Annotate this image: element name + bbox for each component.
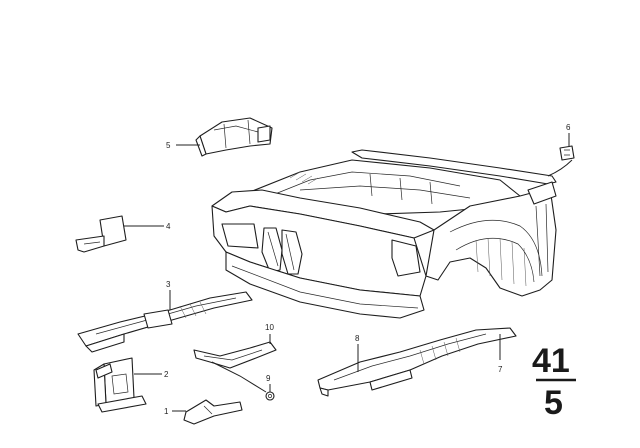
callout-7: 7 bbox=[498, 365, 503, 374]
callout-3: 3 bbox=[166, 280, 171, 289]
part-10-brace[interactable] bbox=[193, 341, 277, 369]
callout-5: 5 bbox=[166, 141, 171, 150]
part-6-clip[interactable] bbox=[559, 145, 575, 161]
callout-4: 4 bbox=[166, 222, 171, 231]
callout-9: 9 bbox=[266, 374, 271, 383]
part-1-bracket[interactable] bbox=[183, 399, 243, 425]
part-4-bracket[interactable] bbox=[75, 215, 127, 253]
part-2-support[interactable] bbox=[93, 357, 147, 413]
part-7-8-side-rail[interactable] bbox=[317, 327, 517, 397]
callout-2: 2 bbox=[164, 370, 169, 379]
reference-number: 41 5 bbox=[532, 342, 576, 422]
callout-8: 8 bbox=[355, 334, 360, 343]
part-9-nut[interactable] bbox=[265, 391, 275, 401]
callout-10: 10 bbox=[265, 323, 274, 332]
callout-labels: 5 6 4 3 2 1 10 9 8 7 bbox=[164, 123, 571, 416]
callout-1: 1 bbox=[164, 407, 169, 416]
reference-group: 41 bbox=[532, 342, 570, 380]
leader-lines bbox=[124, 133, 573, 412]
part-5-bracket[interactable] bbox=[195, 117, 273, 157]
callout-6: 6 bbox=[566, 123, 571, 132]
reference-sheet: 5 bbox=[544, 384, 563, 422]
part-3-crossmember[interactable] bbox=[77, 291, 253, 353]
front-body-assembly[interactable] bbox=[211, 149, 557, 319]
